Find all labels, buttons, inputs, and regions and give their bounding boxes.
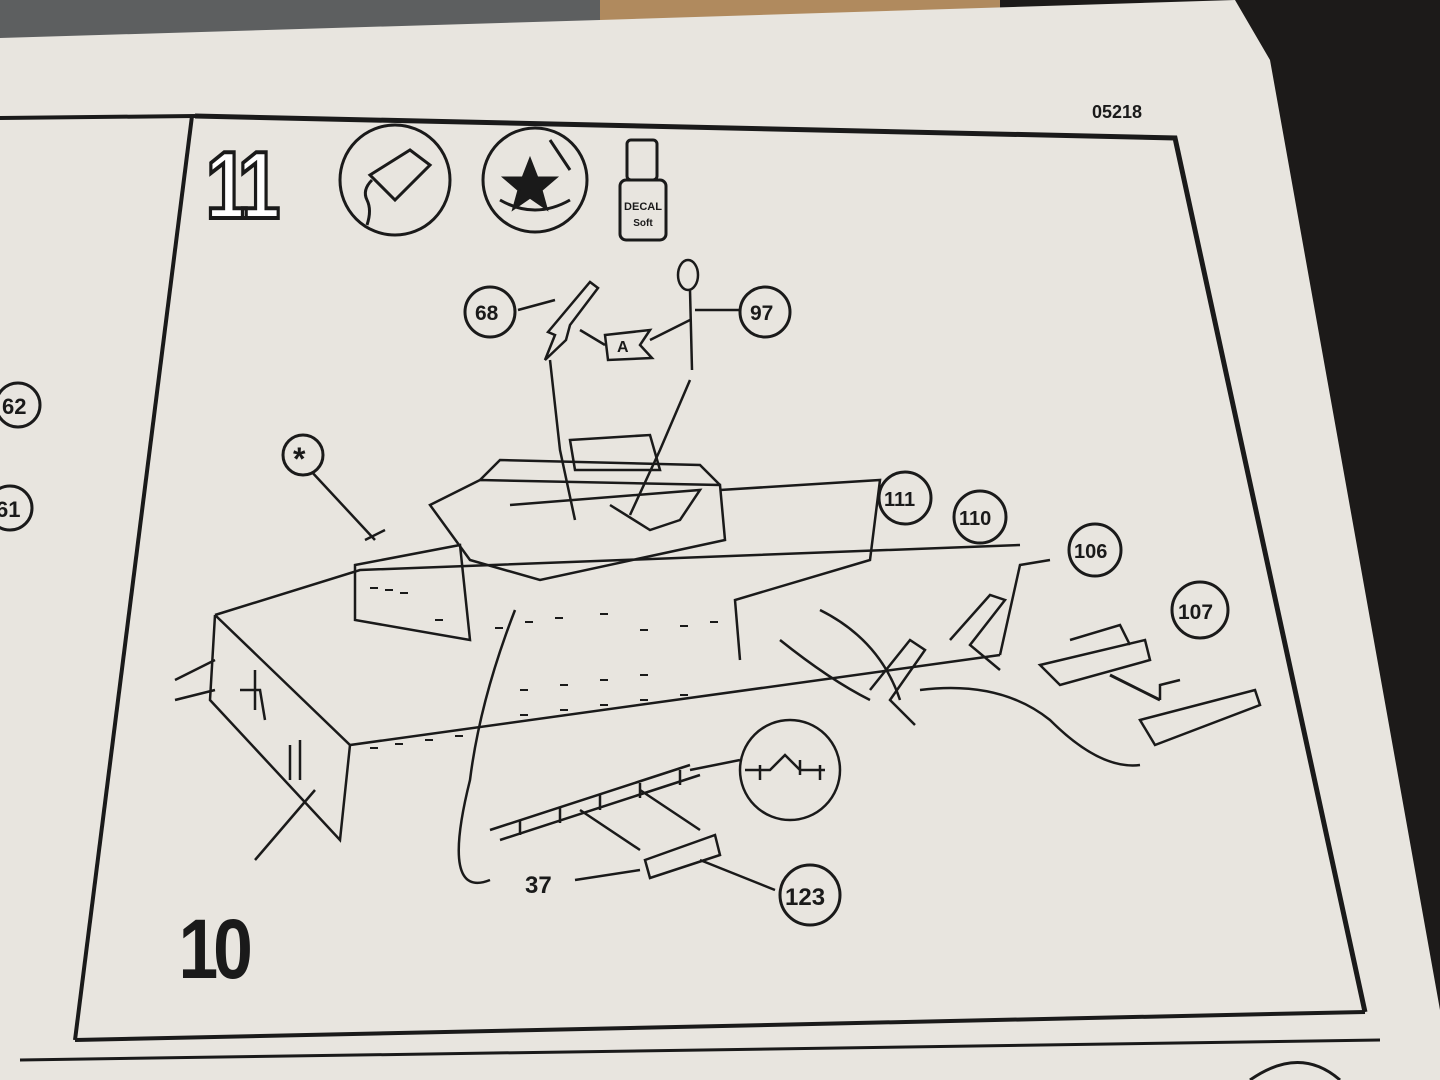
part-62: 62 [2, 394, 26, 419]
part-110: 110 [959, 508, 991, 530]
underlying-sheet [0, 0, 600, 40]
part-123: 123 [785, 884, 825, 911]
part-61: 61 [0, 497, 20, 522]
sheet-code: 05218 [1092, 102, 1142, 122]
part-97: 97 [750, 302, 773, 325]
decal-label: DECAL [624, 201, 662, 213]
glue-tube-icon [338, 123, 452, 237]
part-68: 68 [475, 302, 499, 325]
part-107: 107 [1178, 601, 1213, 624]
next-step-number: 10 [179, 901, 251, 996]
asterisk-note: * [293, 441, 306, 477]
decal-soft-bottle-icon: DECAL Soft [618, 138, 668, 242]
decal-water-icon [481, 126, 589, 234]
part-111: 111 [884, 489, 915, 511]
part-106: 106 [1074, 541, 1107, 563]
decal-soft-label: Soft [633, 218, 653, 229]
step-number: 11 [206, 132, 279, 239]
flag-a: A [617, 339, 629, 356]
part-callouts [281, 285, 1230, 927]
panel-borders [0, 113, 1381, 1080]
left-panel-callouts [0, 381, 42, 532]
ship-drawing [174, 258, 1262, 892]
part-37: 37 [525, 872, 552, 899]
